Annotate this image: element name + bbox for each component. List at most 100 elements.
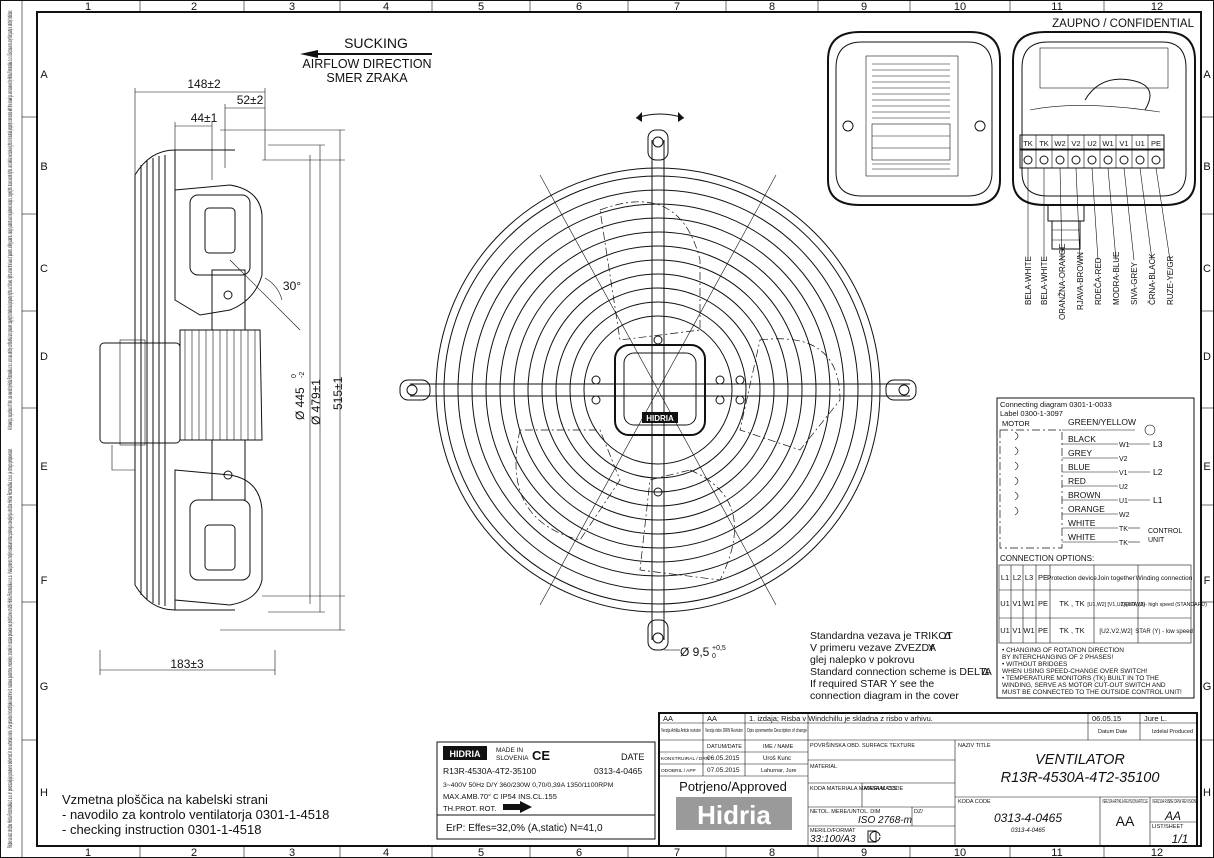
row-letter: B bbox=[1203, 161, 1210, 173]
dim-hole: Ø 9,5 bbox=[680, 645, 710, 659]
bottom-note: Vzmetna ploščica na kabelski strani - na… bbox=[62, 792, 329, 837]
h-date: Datum Date bbox=[1098, 729, 1127, 735]
opt-header: L1 bbox=[1001, 573, 1009, 582]
opt-cell: PE bbox=[1038, 626, 1048, 635]
connecting-diagram: Connecting diagram 0301-1-0033 Label 030… bbox=[996, 397, 1207, 699]
hub-logo bbox=[642, 412, 678, 423]
note-line: • WITHOUT BRIDGES bbox=[1002, 661, 1068, 668]
std-note-line: Standard connection scheme is DELTA bbox=[810, 666, 992, 678]
nameplate-spec2: MAX.AMB.70° C IP54 INS.CL.155 bbox=[443, 792, 557, 801]
wire-label: MODRA-BLUE bbox=[1112, 252, 1121, 305]
hub-logo-text: HIDRIA bbox=[646, 414, 674, 423]
title-line1: VENTILATOR bbox=[1035, 752, 1125, 768]
terminal-label: TK bbox=[1039, 139, 1049, 148]
col-number: 12 bbox=[1151, 847, 1163, 858]
wire-color: GREEN/YELLOW bbox=[1068, 417, 1136, 427]
opt-cell: PE bbox=[1038, 599, 1048, 608]
row-letter: D bbox=[1203, 351, 1211, 363]
dim-hole-tol: +0,5 bbox=[712, 645, 726, 652]
dim-479: Ø 479±1 bbox=[309, 379, 323, 425]
col-number: 5 bbox=[478, 847, 484, 858]
terminal-box-cover bbox=[827, 31, 1001, 206]
col-number: 10 bbox=[954, 847, 966, 858]
terminal-label: W2 bbox=[1054, 139, 1065, 148]
term-id: V1 bbox=[1119, 470, 1128, 477]
nameplate-model: R13R-4530A-4T2-35100 bbox=[443, 766, 536, 776]
h-drw-rev: Verzija risbe DRW Revision bbox=[705, 728, 743, 734]
opt-cell: V1 bbox=[1012, 599, 1021, 608]
col-number: 1 bbox=[85, 847, 91, 858]
col-number: 4 bbox=[383, 1, 389, 13]
wire-label: RJAVA-BROWN bbox=[1076, 252, 1085, 310]
opt-cell: W1 bbox=[1023, 626, 1034, 635]
row-letter: H bbox=[40, 787, 48, 799]
dz-label: DZ/ bbox=[914, 809, 923, 815]
terminal-label: U1 bbox=[1135, 139, 1145, 148]
nameplate-logo bbox=[443, 746, 487, 760]
term-id: TK bbox=[1119, 540, 1128, 547]
terminal-label: U2 bbox=[1087, 139, 1097, 148]
rev-desc: 1. izdaja; Risba v Windchillu je skladna… bbox=[749, 714, 933, 723]
wire-color: GREY bbox=[1068, 448, 1092, 458]
wire-color: WHITE bbox=[1068, 518, 1096, 528]
wire-label: SIVA-GREY bbox=[1130, 261, 1139, 305]
std-note-sym: Y bbox=[928, 642, 935, 654]
nameplate-ce: CE bbox=[532, 748, 550, 763]
bottom-note-line: - navodilo za kontrolo ventilatorja 0301… bbox=[62, 807, 329, 822]
odobril-date: 07.05.2015 bbox=[707, 767, 740, 774]
col-number: 11 bbox=[1051, 847, 1062, 858]
bottom-note-line: - checking instruction 0301-1-4518 bbox=[62, 822, 261, 837]
h-datum: DATUM/DATE bbox=[707, 744, 742, 750]
opt-cell: U1 bbox=[1000, 626, 1010, 635]
row-letter: A bbox=[40, 69, 48, 81]
terminal-label: V1 bbox=[1119, 139, 1128, 148]
note-line: • TEMPERATURE MONITORS (TK) BUILT IN TO … bbox=[1002, 675, 1160, 682]
projection-icon bbox=[867, 830, 881, 843]
nameplate-erp: ErP: Effes=32,0% (A,static) N=41,0 bbox=[446, 823, 603, 834]
note-line: WINDING, SERVE AS MOTOR CUT-OUT SWITCH A… bbox=[1002, 682, 1166, 689]
nameplate-spec1: 3~400V 50Hz D/Y 360/230W 0,70/0,39A 1350… bbox=[443, 782, 614, 789]
row-letter: E bbox=[1203, 461, 1210, 473]
col-number: 6 bbox=[576, 1, 582, 13]
drw-rev-value: AA bbox=[1164, 809, 1181, 823]
col-number: 6 bbox=[576, 847, 582, 858]
wire-label: ORANŽNA-ORANGE bbox=[1058, 244, 1067, 320]
col-number: 7 bbox=[674, 1, 680, 13]
h-ime: IME / NAME bbox=[763, 744, 794, 750]
dim-hole-tol2: 0 bbox=[712, 653, 716, 660]
dim-angle: 30° bbox=[283, 279, 301, 293]
surface-label: POVRŠINSKA OBD. SURFACE TEXTURE bbox=[810, 742, 915, 749]
std-note-sym: Δ bbox=[944, 630, 951, 642]
std-note-line: Standardna vezava je TRIKOT bbox=[810, 630, 953, 642]
col-number: 5 bbox=[478, 1, 484, 13]
opt-cell: STAR (Y) - low speed bbox=[1135, 629, 1193, 635]
konstruiral-date: 06.05.2015 bbox=[707, 755, 740, 762]
opt-header: L3 bbox=[1025, 573, 1033, 582]
terminal-label: TK bbox=[1023, 139, 1033, 148]
dim-44: 44±1 bbox=[191, 111, 218, 125]
approved-label: Potrjeno/Approved bbox=[679, 779, 787, 794]
konstruiral-label: KONSTRUIRAL / DRN bbox=[661, 756, 710, 762]
wire-color: BLACK bbox=[1068, 434, 1096, 444]
std-note-line: glej nalepko v pokrovu bbox=[810, 654, 915, 666]
term-id: U1 bbox=[1119, 498, 1128, 505]
scale-label: MERILO/FORMAT bbox=[810, 828, 856, 834]
rotation-arrow-icon bbox=[503, 801, 532, 813]
term-id: V2 bbox=[1119, 456, 1128, 463]
note-line: BY INTERCHANGING OF 2 PHASES! bbox=[1002, 654, 1113, 661]
fan-side-view: 148±2 52±2 44±1 183±3 30° Ø 445 0 -2 Ø 4… bbox=[99, 77, 345, 675]
h-article-rev: Verzija Artikla Article revision bbox=[661, 728, 701, 734]
wire-color: BLUE bbox=[1068, 462, 1091, 472]
col-number: 12 bbox=[1151, 1, 1163, 13]
dim-183: 183±3 bbox=[170, 657, 204, 671]
col-number: 8 bbox=[769, 847, 775, 858]
airflow-arrow-icon bbox=[300, 50, 432, 58]
col-number: 2 bbox=[191, 847, 197, 858]
opt-cell: [U2,V2,W2] bbox=[1099, 628, 1132, 635]
nameplate-logo-text: HIDRIA bbox=[450, 749, 481, 759]
line-label-l3: L3 bbox=[1153, 439, 1163, 449]
wire-label: RDEČA-RED bbox=[1094, 257, 1103, 305]
motor-label: MOTOR bbox=[1002, 419, 1030, 428]
nameplate: HIDRIA MADE IN SLOVENIA CE DATE R13R-453… bbox=[436, 741, 656, 840]
std-note-sym: Y see the bbox=[890, 678, 934, 690]
